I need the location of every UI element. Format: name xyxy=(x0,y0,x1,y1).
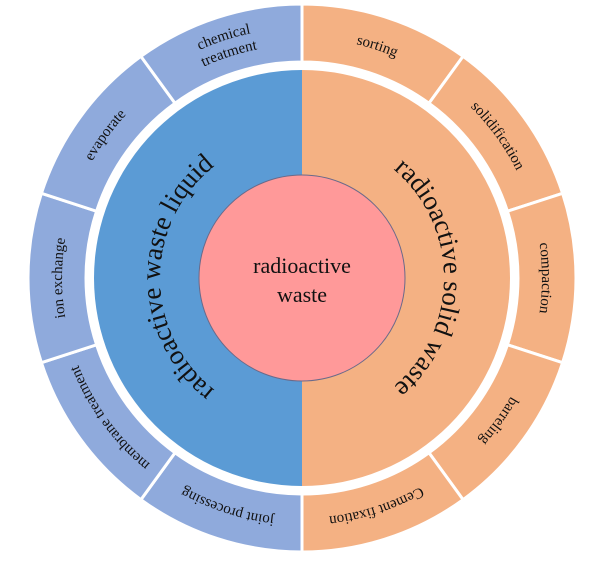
center-circle xyxy=(198,174,406,382)
center-label-line-2: waste xyxy=(277,282,327,307)
inner-half-solid xyxy=(302,70,510,486)
outer-segment: sorting xyxy=(300,2,466,106)
inner-half-liquid xyxy=(94,70,302,486)
outer-segment: Cement fixation xyxy=(300,450,466,554)
outer-segment: joint processing xyxy=(138,450,304,554)
outer-segment-label: ion exchange xyxy=(50,236,69,319)
outer-segment: barreling xyxy=(426,342,565,502)
outer-segment-shape xyxy=(138,2,304,106)
outer-segment: compaction xyxy=(505,191,578,365)
center-circle-group: radioactive waste xyxy=(198,174,406,382)
center-label-line-1: radioactive xyxy=(253,253,351,278)
outer-segment-label: compaction xyxy=(535,242,554,315)
outer-ring: sortingsolidificationcompactionbarreling… xyxy=(26,2,578,554)
outer-segment: ion exchange xyxy=(26,191,99,365)
